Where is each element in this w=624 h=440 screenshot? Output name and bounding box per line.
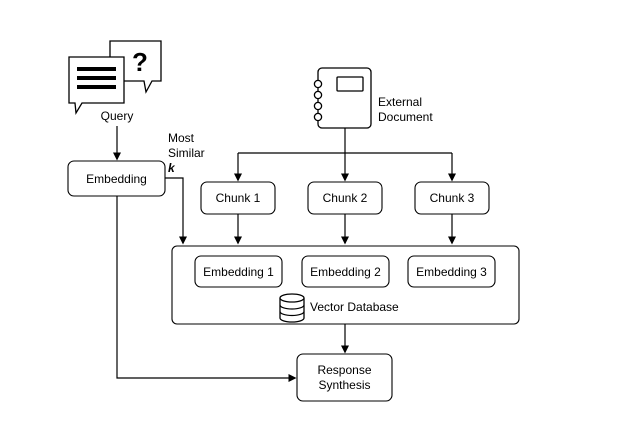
chunk-node-2: Chunk 2 [307, 181, 383, 215]
similar-label: Similar [168, 146, 205, 160]
response-label-line1: Response [317, 363, 371, 377]
query-embedding-node: Embedding [67, 160, 166, 197]
vector-embedding-label-2: Embedding 2 [310, 265, 381, 279]
vector-embedding-node-2: Embedding 2 [301, 255, 390, 288]
vector-embedding-node-3: Embedding 3 [407, 255, 496, 288]
chunk-label-2: Chunk 2 [323, 191, 368, 205]
arrow-embedding-to-vector-db [165, 177, 187, 245]
query-embedding-label: Embedding [86, 172, 147, 186]
chunk-label-1: Chunk 1 [216, 191, 261, 205]
chunk-label-3: Chunk 3 [430, 191, 475, 205]
response-label-line2: Synthesis [318, 378, 370, 392]
arrow-embedding-to-response [116, 196, 297, 382]
document-label-line1: External [378, 95, 422, 109]
chunk-node-1: Chunk 1 [200, 181, 276, 215]
k-label: k [168, 161, 176, 175]
vector-database-container: Embedding 1 Embedding 2 Embedding 3 Vect… [171, 245, 520, 325]
vector-embedding-label-1: Embedding 1 [203, 265, 274, 279]
notebook-icon [313, 67, 372, 129]
chunk-node-3: Chunk 3 [414, 181, 490, 215]
most-label: Most [168, 131, 195, 145]
response-synthesis-node: Response Synthesis [296, 353, 393, 402]
vector-embedding-node-1: Embedding 1 [194, 255, 283, 288]
document-label-line2: Document [378, 110, 433, 124]
query-label: Query [101, 109, 134, 123]
chat-bubbles-question-icon: ? [68, 40, 162, 116]
database-icon [279, 293, 305, 323]
vector-embedding-label-3: Embedding 3 [416, 265, 487, 279]
vector-database-label: Vector Database [310, 300, 399, 314]
question-mark: ? [132, 47, 148, 77]
